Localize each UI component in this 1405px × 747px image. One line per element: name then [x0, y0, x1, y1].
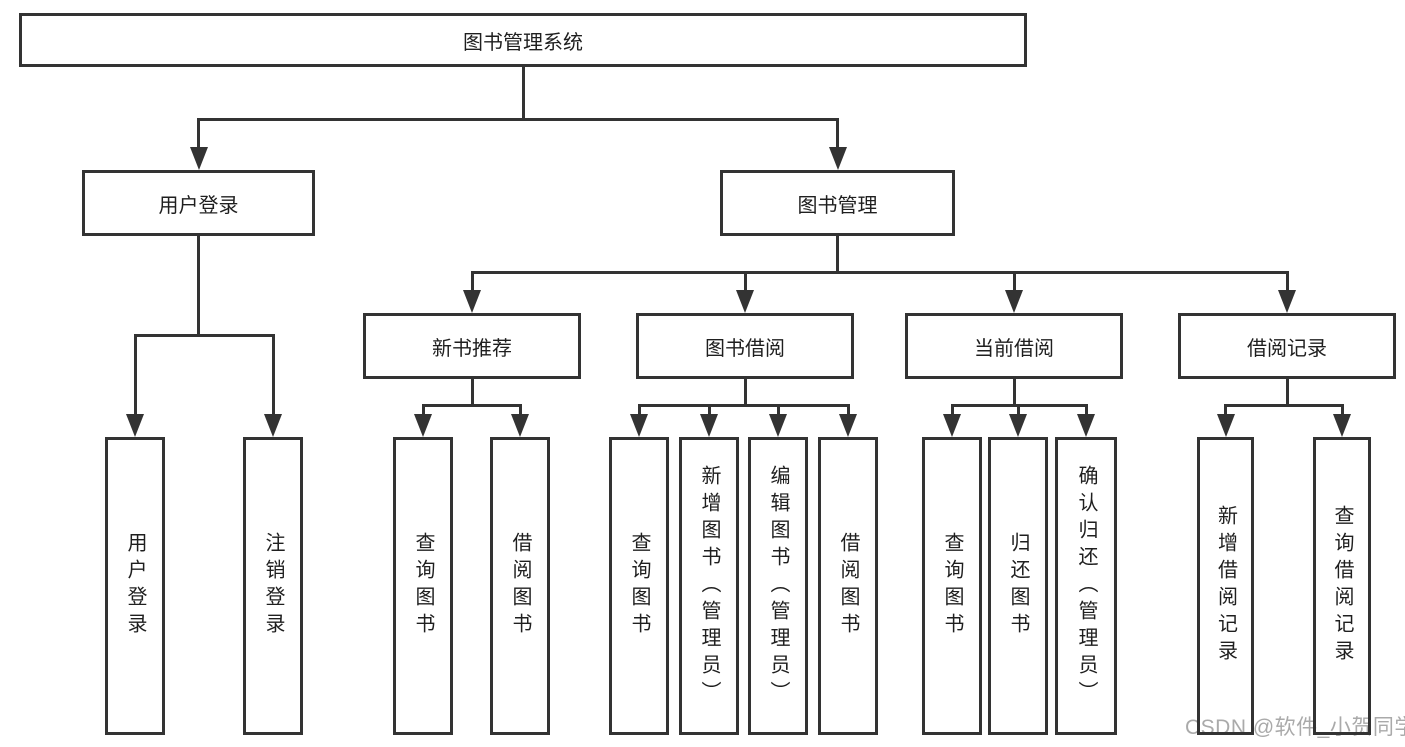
arrow-down-icon [828, 147, 847, 170]
connector-rail [1224, 404, 1344, 407]
connector-rail [421, 404, 522, 407]
node-borrow-records: 借阅记录 [1178, 313, 1396, 379]
node-leaf-confirm-return-label: 确认归还（管理员） [1075, 464, 1097, 708]
node-leaf-confirm-return: 确认归还（管理员） [1055, 437, 1117, 735]
connector-stem [836, 236, 839, 274]
node-leaf-query-borrow-record-label: 查询借阅记录 [1331, 505, 1353, 667]
node-leaf-add-books: 新增图书（管理员） [679, 437, 739, 735]
node-borrow-records-label: 借阅记录 [1247, 337, 1327, 360]
node-leaf-query-books-cur-label: 查询图书 [941, 532, 963, 640]
connector-drop [470, 271, 474, 293]
connector-drop [197, 118, 200, 150]
connector-rail [133, 334, 275, 337]
arrow-down-icon [1278, 290, 1296, 313]
connector-drop [421, 404, 425, 417]
node-leaf-query-books-bor-label: 查询图书 [628, 532, 650, 640]
connector-drop [518, 404, 522, 417]
arrow-down-icon [700, 414, 718, 437]
connector-stem [743, 379, 747, 407]
connector-stem [521, 67, 525, 121]
node-leaf-edit-books: 编辑图书（管理员） [748, 437, 808, 735]
node-leaf-query-books-rec: 查询图书 [393, 437, 453, 735]
node-leaf-query-borrow-record: 查询借阅记录 [1313, 437, 1371, 735]
node-book-borrow: 图书借阅 [636, 313, 854, 379]
node-leaf-user-login-label: 用户登录 [124, 532, 146, 640]
connector-drop [1285, 271, 1289, 293]
arrow-down-icon [1005, 290, 1023, 313]
node-leaf-add-borrow-record-label: 新增借阅记录 [1214, 505, 1237, 667]
node-book-mgmt-label: 图书管理 [797, 194, 878, 217]
node-leaf-query-books-bor: 查询图书 [609, 437, 669, 735]
connector-stem [470, 379, 474, 407]
connector-drop [776, 404, 780, 417]
connector-drop [1084, 404, 1088, 417]
node-leaf-logout: 注销登录 [243, 437, 303, 735]
connector-drop [1340, 404, 1344, 417]
node-leaf-add-books-label: 新增图书（管理员） [698, 464, 720, 708]
node-leaf-borrow-books-bor: 借阅图书 [818, 437, 878, 735]
node-current-borrow-label: 当前借阅 [974, 337, 1054, 360]
arrow-down-icon [630, 414, 648, 437]
node-new-book-rec: 新书推荐 [363, 313, 581, 379]
arrow-down-icon [1077, 414, 1095, 437]
connector-drop [836, 118, 839, 150]
node-user-login-label: 用户登录 [158, 194, 239, 217]
connector-stem [1012, 379, 1016, 407]
connector-drop [1224, 404, 1227, 417]
connector-drop [743, 271, 747, 293]
connector-drop [707, 404, 711, 417]
connector-drop [950, 404, 954, 417]
arrow-down-icon [189, 147, 208, 170]
connector-stem [197, 236, 200, 337]
connector-rail [197, 118, 839, 121]
node-book-mgmt: 图书管理 [720, 170, 955, 236]
arrow-down-icon [264, 414, 282, 437]
node-root: 图书管理系统 [19, 13, 1027, 67]
node-leaf-user-login: 用户登录 [105, 437, 165, 735]
arrow-down-icon [1216, 414, 1235, 437]
arrow-down-icon [126, 414, 144, 437]
node-leaf-borrow-books-bor-label: 借阅图书 [837, 532, 859, 640]
node-leaf-logout-label: 注销登录 [262, 532, 284, 640]
connector-drop [637, 404, 641, 417]
node-book-borrow-label: 图书借阅 [705, 337, 785, 360]
connector-rail [637, 404, 850, 407]
connector-drop [271, 334, 275, 417]
node-current-borrow: 当前借阅 [905, 313, 1123, 379]
arrow-down-icon [511, 414, 529, 437]
connector-drop [1016, 404, 1020, 417]
node-leaf-add-borrow-record: 新增借阅记录 [1197, 437, 1254, 735]
arrow-down-icon [943, 414, 961, 437]
arrow-down-icon [1333, 414, 1351, 437]
connector-rail [470, 271, 1289, 274]
node-new-book-rec-label: 新书推荐 [432, 337, 512, 360]
connector-drop [133, 334, 137, 417]
arrow-down-icon [839, 414, 857, 437]
arrow-down-icon [463, 290, 481, 313]
connector-stem [1285, 379, 1289, 407]
node-leaf-query-books-rec-label: 查询图书 [412, 532, 434, 640]
node-leaf-return-books-label: 归还图书 [1007, 532, 1029, 640]
connector-drop [846, 404, 850, 417]
arrow-down-icon [414, 414, 432, 437]
node-leaf-return-books: 归还图书 [988, 437, 1048, 735]
node-root-label: 图书管理系统 [463, 31, 583, 54]
node-leaf-borrow-books-rec-label: 借阅图书 [509, 532, 531, 640]
node-user-login: 用户登录 [82, 170, 315, 236]
node-leaf-edit-books-label: 编辑图书（管理员） [767, 464, 789, 708]
connector-drop [1012, 271, 1016, 293]
arrow-down-icon [769, 414, 787, 437]
arrow-down-icon [1009, 414, 1027, 437]
node-leaf-borrow-books-rec: 借阅图书 [490, 437, 550, 735]
arrow-down-icon [736, 290, 754, 313]
node-leaf-query-books-cur: 查询图书 [922, 437, 982, 735]
